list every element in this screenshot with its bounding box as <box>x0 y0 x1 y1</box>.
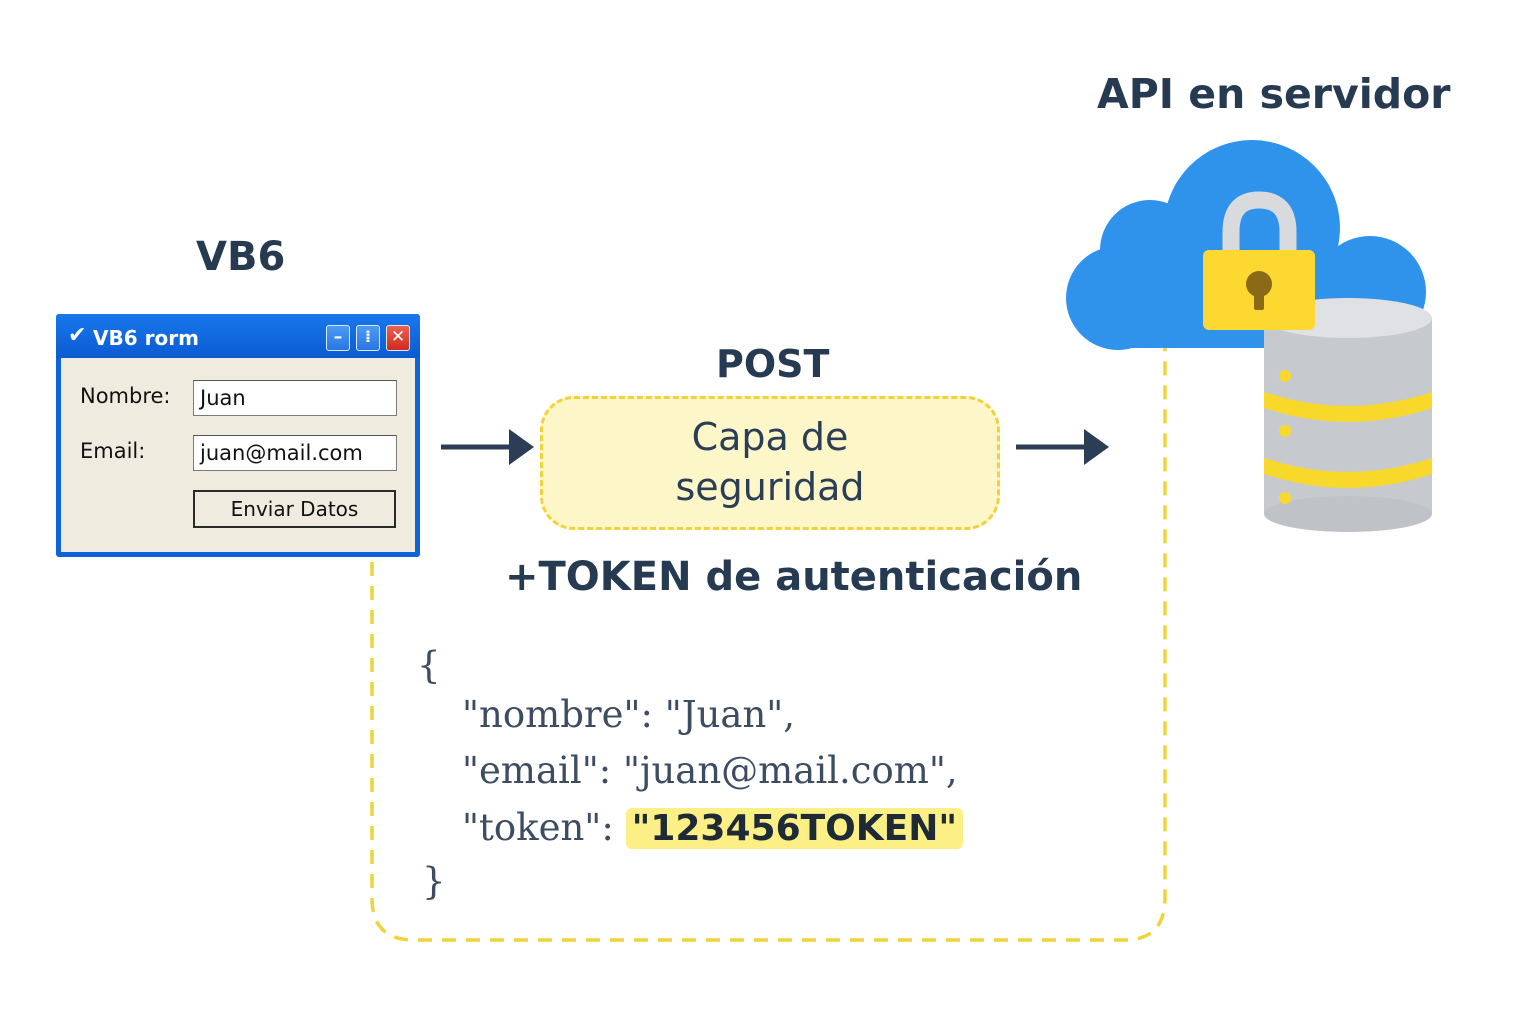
window-titlebar[interactable]: ✔ VB6 rorm – ⁞ ✕ <box>56 314 420 358</box>
minimize-button[interactable]: – <box>326 325 350 351</box>
security-layer-label: Capa de seguridad <box>540 412 1000 512</box>
nombre-label: Nombre: <box>80 384 171 408</box>
json-token-value: "123456TOKEN" <box>625 808 964 849</box>
checkmark-icon: ✔ <box>68 323 87 348</box>
security-layer-line2: seguridad <box>675 465 865 509</box>
json-close-brace: } <box>422 860 446 903</box>
post-method-label: POST <box>716 342 830 386</box>
json-nombre-line: "nombre": "Juan", <box>462 693 796 736</box>
database-icon <box>1264 298 1432 532</box>
enviar-datos-button[interactable]: Enviar Datos <box>193 490 396 528</box>
padlock-icon <box>1203 191 1315 330</box>
security-layer-box <box>540 396 1000 530</box>
json-token-key: "token": <box>462 806 626 849</box>
arrow-to-server <box>1016 429 1109 465</box>
arrow-to-security <box>441 429 534 465</box>
security-layer-line1: Capa de <box>691 415 849 459</box>
window-title: VB6 rorm <box>93 326 199 350</box>
nombre-input[interactable]: Juan <box>193 380 397 416</box>
close-button[interactable]: ✕ <box>386 325 410 351</box>
vb6-heading: VB6 <box>196 234 286 280</box>
api-server-heading: API en servidor <box>1097 70 1451 118</box>
email-label: Email: <box>80 439 146 463</box>
dashed-connector <box>370 348 1167 942</box>
maximize-button[interactable]: ⁞ <box>356 325 380 351</box>
json-email-line: "email": "juan@mail.com", <box>462 749 958 792</box>
json-token-line: "token": "123456TOKEN" <box>462 806 964 849</box>
email-input[interactable]: juan@mail.com <box>193 435 397 471</box>
json-open-brace: { <box>417 644 441 687</box>
token-label: +TOKEN de autenticación <box>505 554 1083 600</box>
